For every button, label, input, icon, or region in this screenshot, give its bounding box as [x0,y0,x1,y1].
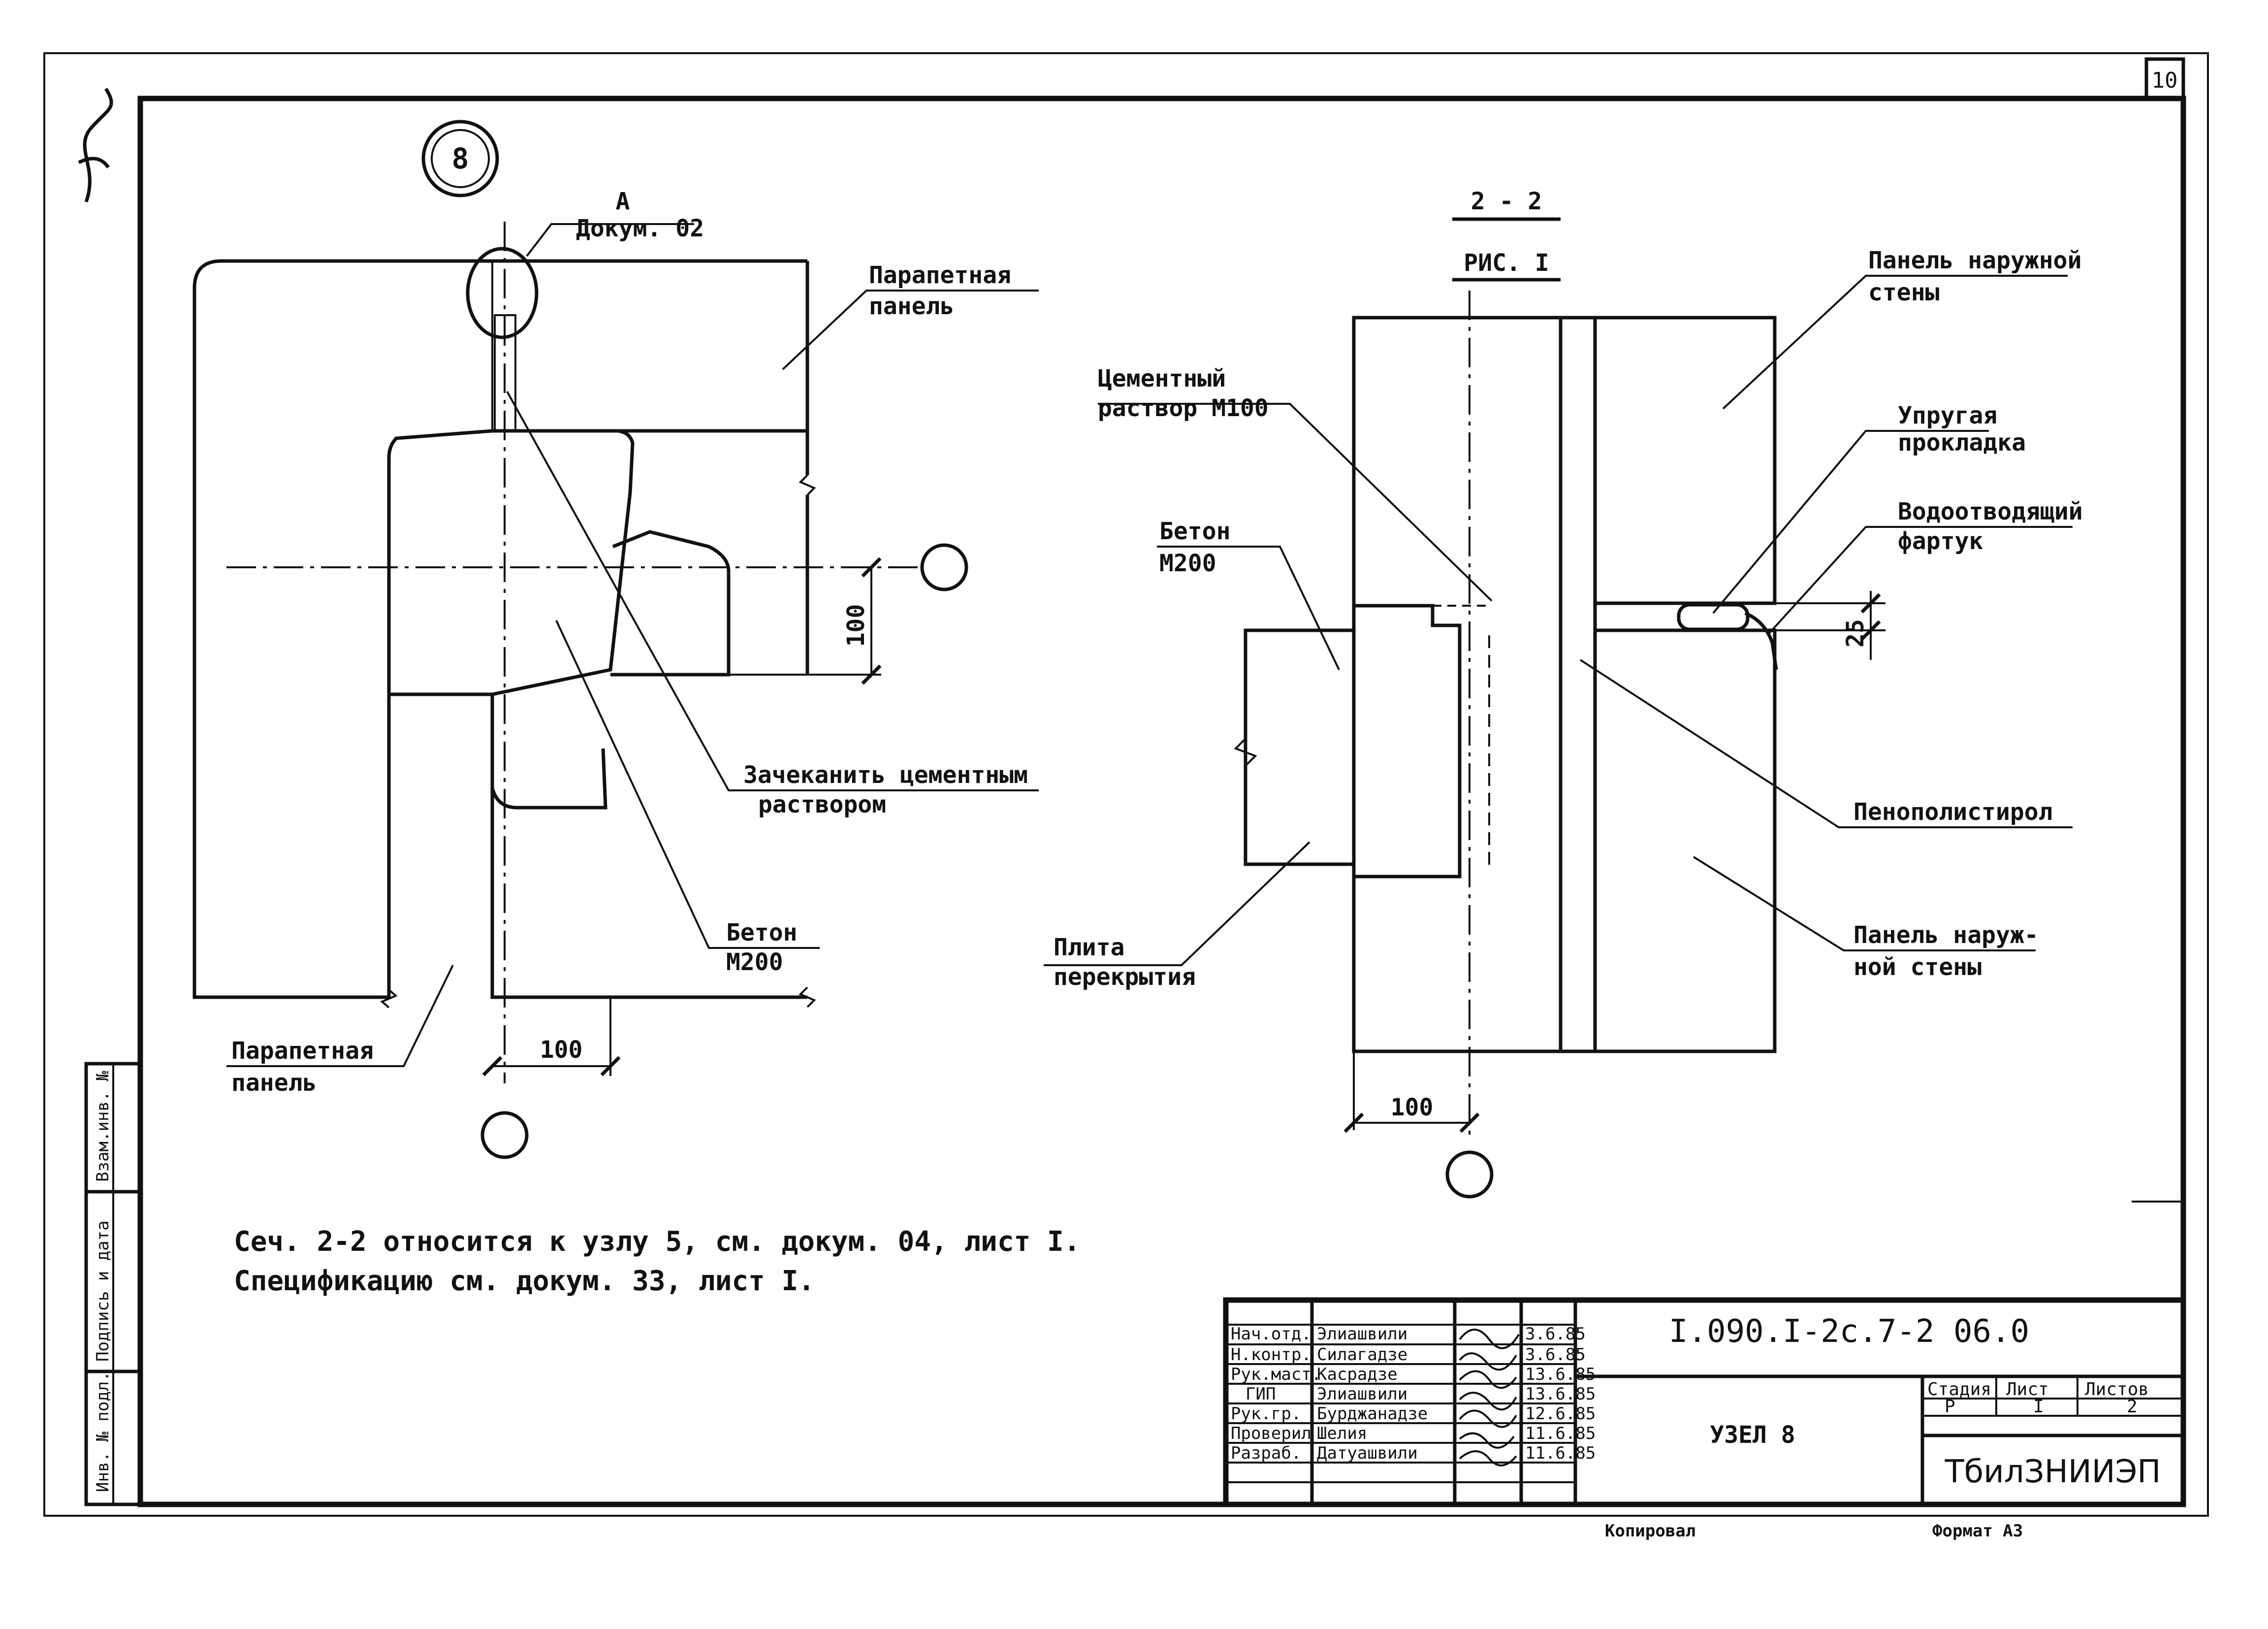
role-3: Рук.маст. [1231,1365,1321,1384]
label-parapet-bottom-2: панель [231,1069,317,1097]
document-code: I.090.I-2с.7-2 06.0 [1669,1313,2029,1350]
name-3: Касрадзе [1317,1365,1398,1384]
role-7: Разраб. [1231,1443,1301,1463]
concrete-node [387,429,635,696]
label-mortar-2: раствор М100 [1098,394,1269,422]
axis-marker-bottom [480,1111,529,1159]
label-outer-panel-bottom-2: ной стены [1853,953,1981,981]
section-dim-25: 25 [1842,619,1869,648]
label-gasket-1: Упругая [1898,402,1997,429]
inner-wall-concrete [1352,316,1563,1053]
callout-ref: Докум. 02 [576,215,704,242]
label-concrete-2: М200 [726,948,783,976]
margin-signature [78,88,113,203]
label-outer-panel-top-1: Панель наружной [1868,247,2081,274]
signatures [1459,1329,1520,1466]
date-7: 11.6.85 [1525,1443,1596,1463]
axis-marker-right [920,543,968,591]
title-block: Нач.отд. Элиашвили 3.6.85 Н.контр. Силаг… [1223,1201,2186,1507]
foam-insulation [1559,316,1597,1053]
name-7: Датуашвили [1317,1443,1418,1463]
node-8-drawing: 8 А Докум. 02 100 [192,120,1039,1159]
note-line-2: Спецификацию см. докум. 33, лист I. [234,1265,815,1297]
node8-dim-vertical: 100 [842,604,870,647]
sheets-value: 2 [2127,1397,2138,1417]
node-marker-inner [431,129,490,188]
sheet-title: УЗЕЛ 8 [1710,1421,1795,1449]
format-label: Формат А3 [1932,1521,2023,1541]
outer-frame [43,52,2209,1517]
sheet-value: I [2033,1397,2044,1417]
label-outer-panel-bottom-1: Панель наруж- [1853,921,2039,949]
date-2: 3.6.85 [1525,1345,1586,1365]
name-6: Шелия [1317,1424,1367,1443]
section-axis-marker [1445,1150,1494,1199]
side-stamp: Инв. № подл. Подпись и дата Взам.инв. № [84,1062,142,1506]
label-caulk-2: раствором [758,791,886,818]
section-subtitle: РИС. I [1464,249,1549,277]
label-gasket-2: прокладка [1898,429,2026,456]
parapet-panel-outline [192,259,807,999]
page-number: 10 [2152,68,2178,93]
inner-frame [137,96,2186,1507]
role-5: Рук.гр. [1231,1404,1301,1424]
label-apron-1: Водоотводящий [1898,498,2083,525]
drip-apron [1744,611,1778,670]
outer-panel-upper [1595,316,1777,605]
label-section-concrete-1: Бетон [1159,518,1231,545]
date-3: 13.6.85 [1525,1365,1596,1384]
label-section-concrete-2: М200 [1159,550,1216,577]
outer-panel-lower [1595,628,1777,1053]
section-2-2-drawing: 2 - 2 РИС. I 100 [1044,188,2083,1199]
name-1: Элиашвили [1317,1324,1407,1344]
label-outer-panel-top-2: стены [1868,279,1940,306]
label-foam: Пенополистирол [1853,798,2053,826]
elastic-gasket [1677,603,1750,631]
copied-label: Копировал [1605,1521,1695,1541]
sheets-header: Листов [2085,1379,2149,1400]
side-stamp-inv: Инв. № подл. [93,1371,113,1492]
organization: ТбилЗНИИЭП [1945,1454,2161,1490]
label-slab-1: Плита [1054,934,1125,961]
side-stamp-signature: Подпись и дата [93,1220,113,1362]
name-2: Силагадзе [1317,1345,1407,1365]
note-line-1: Сеч. 2-2 относится к узлу 5, см. докум. … [234,1226,1080,1258]
general-notes: Сеч. 2-2 относится к узлу 5, см. докум. … [234,1226,1080,1297]
stage-value: Р [1945,1397,1955,1417]
label-caulk-1: Зачеканить цементным [743,761,1028,789]
name-5: Бурджанадзе [1317,1404,1428,1424]
label-concrete-1: Бетон [726,919,798,946]
approval-rows: Нач.отд. Элиашвили 3.6.85 Н.контр. Силаг… [1226,1324,1596,1483]
label-parapet-top-1: Парапетная [869,261,1011,289]
page-number-box [2144,57,2185,100]
role-2: Н.контр. [1231,1345,1311,1365]
label-apron-2: фартук [1898,527,1983,555]
label-mortar-1: Цементный [1098,365,1226,392]
stage-header: Стадия [1927,1379,1991,1400]
date-4: 13.6.85 [1525,1384,1596,1404]
side-stamp-replacement: Взам.инв. № [93,1071,113,1182]
date-5: 12.6.85 [1525,1404,1596,1424]
node-marker-number: 8 [452,142,469,175]
date-6: 11.6.85 [1525,1424,1596,1443]
node8-dim-horizontal: 100 [540,1036,583,1064]
node-marker-outer [421,120,499,197]
role-6: Проверил [1231,1424,1311,1443]
label-parapet-bottom-1: Парапетная [231,1037,374,1065]
label-parapet-top-2: панель [869,293,954,320]
callout-ellipse [466,247,539,339]
section-dim-100: 100 [1391,1094,1434,1121]
date-1: 3.6.85 [1525,1324,1586,1344]
section-title: 2 - 2 [1471,188,1542,215]
callout-letter: А [616,188,630,215]
role-4: ГИП [1246,1384,1276,1404]
sheet-header: Лист [2006,1379,2049,1400]
role-1: Нач.отд. [1231,1324,1311,1344]
label-slab-2: перекрытия [1054,963,1196,991]
name-4: Элиашвили [1317,1384,1407,1404]
